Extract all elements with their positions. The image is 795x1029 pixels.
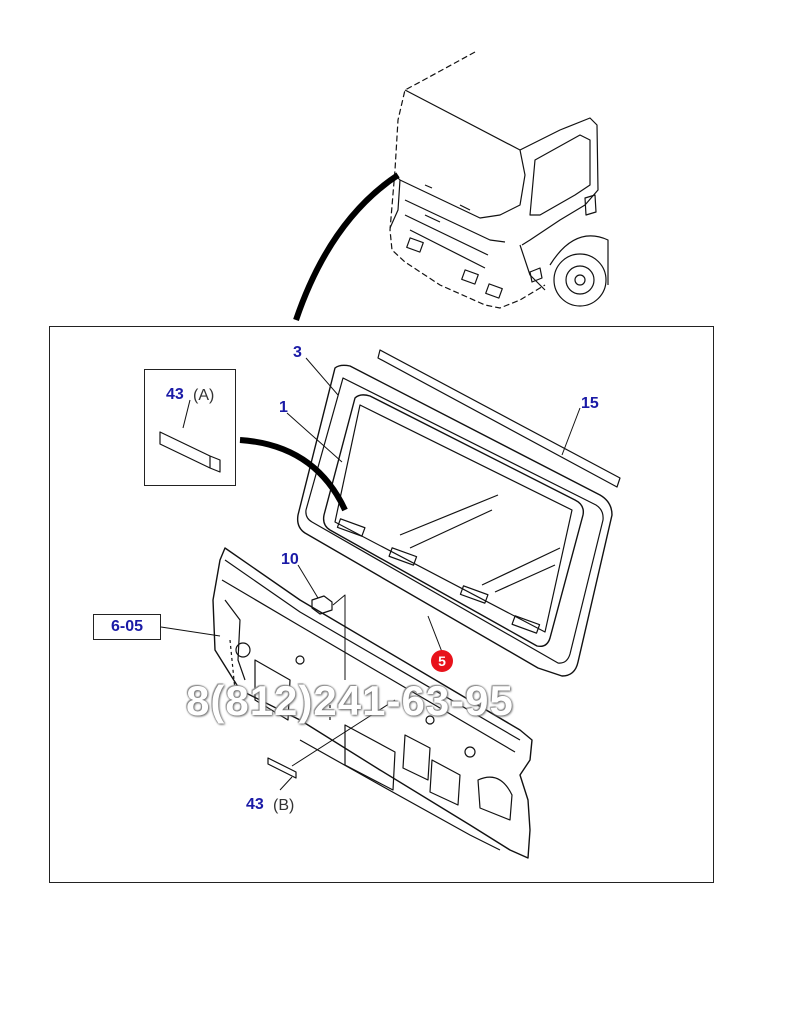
molding-strip xyxy=(377,349,621,488)
pointer-arrow-cab xyxy=(293,172,400,321)
callout-10: 10 xyxy=(281,551,299,568)
clip-part xyxy=(311,595,333,615)
callout-5-badge: 5 xyxy=(431,650,453,672)
callout-43-b: 43 xyxy=(246,796,264,813)
spacer-block-b xyxy=(267,757,297,779)
detail-inset-a xyxy=(144,369,236,486)
callout-43-a-suffix: (A) xyxy=(193,387,215,404)
dash-panel xyxy=(212,547,533,859)
pointer-arrow-inset xyxy=(239,437,348,512)
callout-3: 3 xyxy=(293,344,302,361)
windshield-glass xyxy=(322,394,585,648)
phone-watermark: 8(812)241-63-95 xyxy=(186,677,514,724)
callout-6-05-ref: 6-05 xyxy=(93,614,161,640)
callout-43-a: 43 xyxy=(166,386,184,403)
windshield-seal xyxy=(296,364,613,677)
detail-frame xyxy=(49,326,714,883)
callout-1: 1 xyxy=(279,399,288,416)
truck-cab-illustration xyxy=(389,51,609,309)
callout-43-b-suffix: (B) xyxy=(273,797,295,814)
callout-15: 15 xyxy=(581,395,599,412)
